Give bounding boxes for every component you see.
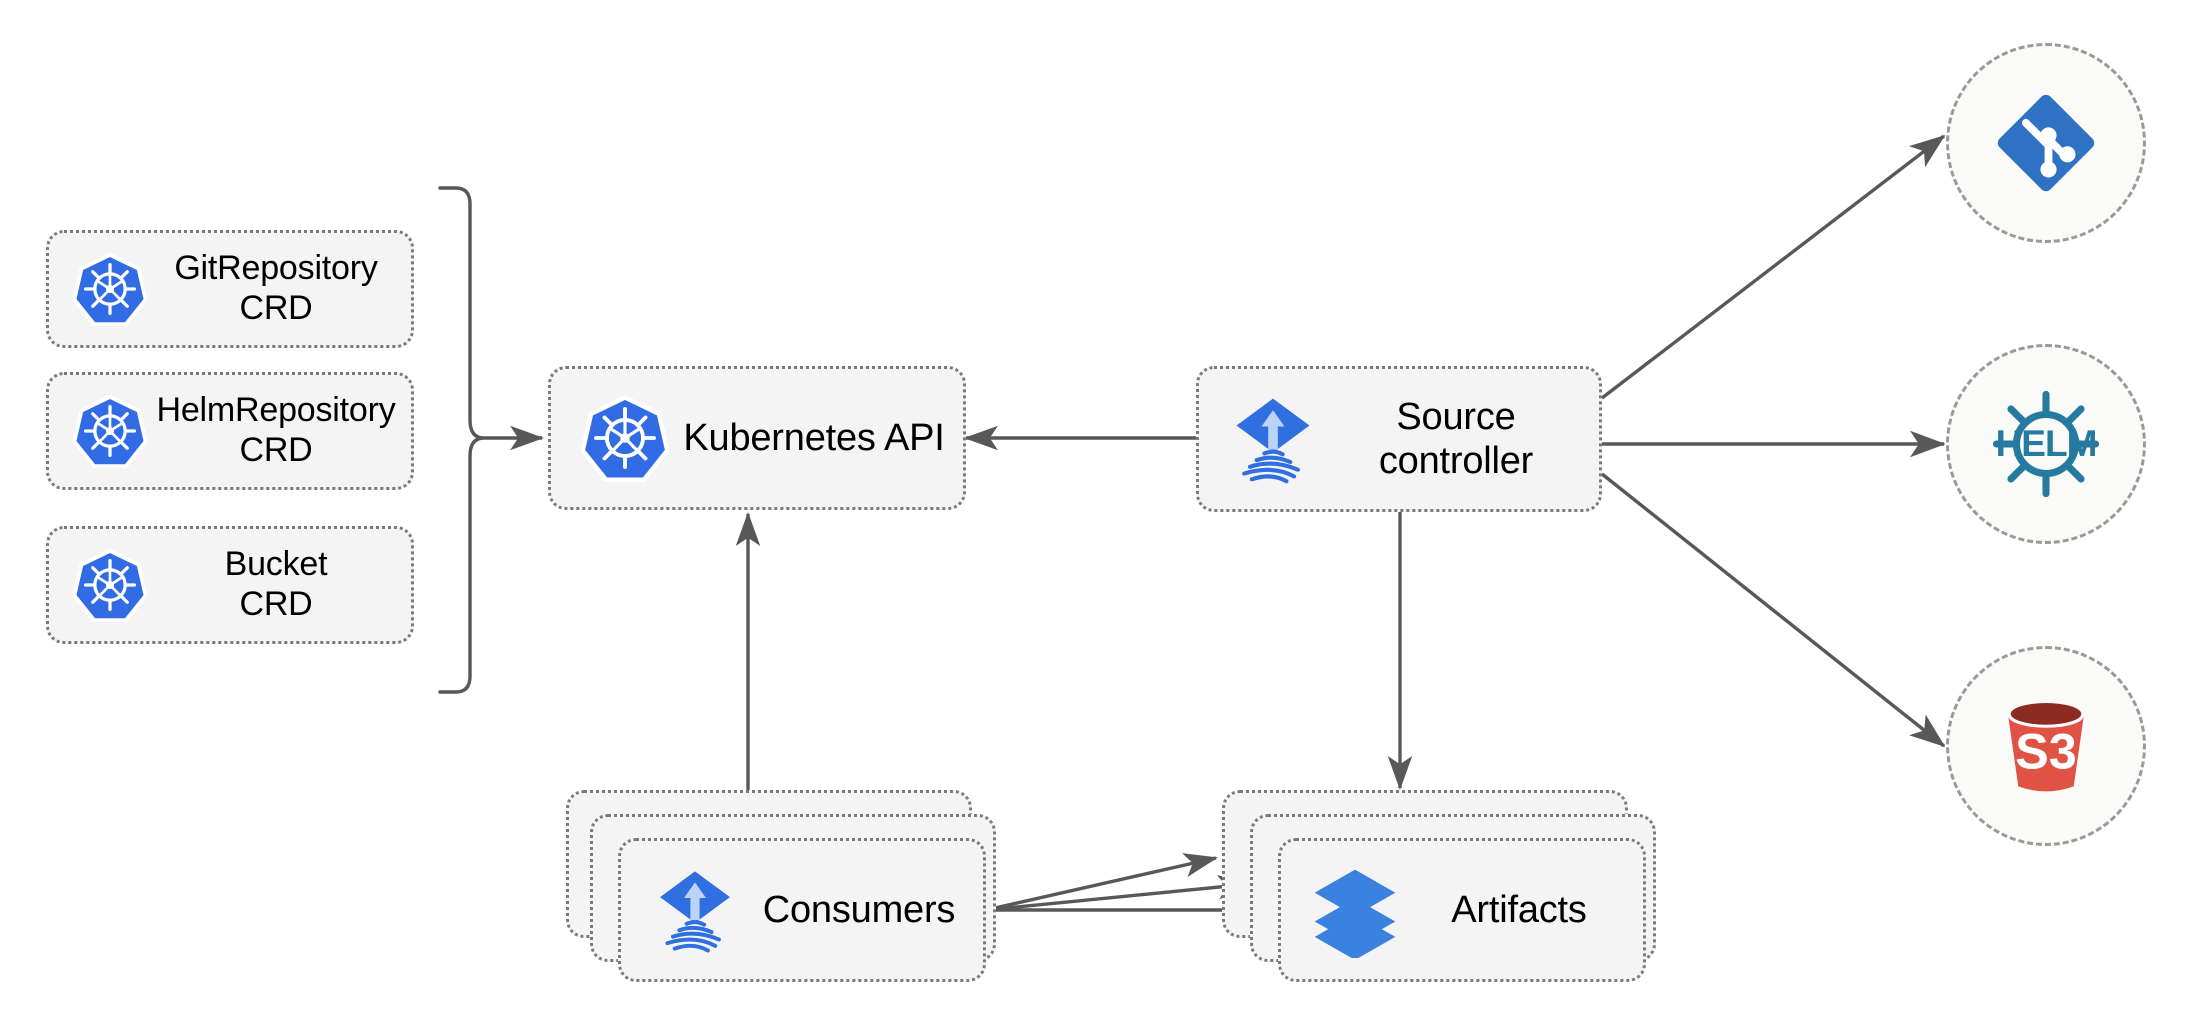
node-consumers[interactable]: Consumers — [618, 838, 986, 982]
s3-icon: S3 — [2008, 703, 2084, 792]
flux-icon — [643, 864, 747, 956]
helm-icon: HELM — [1987, 385, 2105, 503]
node-kubernetes-api[interactable]: Kubernetes API — [548, 366, 966, 510]
s3-label: S3 — [2015, 723, 2077, 780]
edge-source-controller-to-s3 — [1600, 472, 1946, 748]
node-artifacts[interactable]: Artifacts — [1278, 838, 1646, 982]
node-label: Kubernetes API — [683, 416, 945, 459]
node-label: HelmRepository CRD — [156, 391, 396, 469]
helm-label: HELM — [1995, 423, 2098, 464]
external-git[interactable] — [1946, 43, 2146, 243]
node-label: GitRepository CRD — [174, 249, 378, 327]
edge-consumers-to-artifacts-1 — [985, 853, 1218, 912]
flux-icon — [1221, 391, 1325, 487]
kubernetes-icon — [573, 394, 677, 482]
edge-source-controller-to-git — [1600, 134, 1946, 400]
node-label: Artifacts — [1451, 888, 1587, 931]
kubernetes-icon — [67, 394, 153, 468]
kubernetes-icon — [67, 252, 153, 326]
external-s3[interactable]: S3 — [1946, 646, 2146, 846]
kubernetes-icon — [67, 548, 153, 622]
node-helm-repository-crd[interactable]: HelmRepository CRD — [46, 372, 414, 490]
node-label: Bucket CRD — [224, 545, 328, 623]
node-label: Source controller — [1378, 395, 1534, 482]
crd-group-bracket — [438, 186, 485, 694]
git-icon — [1997, 94, 2095, 192]
external-helm[interactable]: HELM — [1946, 344, 2146, 544]
node-bucket-crd[interactable]: Bucket CRD — [46, 526, 414, 644]
edge-consumers-to-artifacts-2 — [985, 874, 1253, 912]
node-git-repository-crd[interactable]: GitRepository CRD — [46, 230, 414, 348]
node-label: Consumers — [762, 888, 956, 931]
node-source-controller[interactable]: Source controller — [1196, 366, 1602, 512]
layers-icon — [1303, 862, 1407, 958]
